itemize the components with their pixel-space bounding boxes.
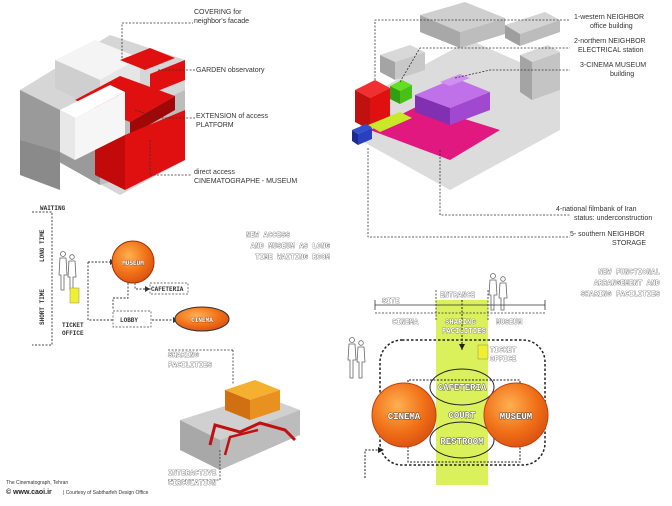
- top-left-model: [20, 35, 185, 195]
- ticket-box: [69, 287, 80, 304]
- label-site: SITE: [382, 298, 400, 306]
- people-icon-right: [347, 273, 508, 379]
- label-cafeteria: CAFETERIA: [151, 286, 184, 293]
- label-extension-2: PLATFORM: [196, 122, 234, 129]
- label-neighbor-5-a: 5- southern NEIGHBOR: [570, 231, 645, 238]
- footer-site: © www.caoi.ir: [6, 488, 52, 496]
- label-filmbank-b: status: underconstruction: [574, 215, 652, 222]
- label-col-museum: MUSEUM: [496, 319, 522, 327]
- label-entrance: ENTRANCE: [440, 292, 475, 300]
- label-court: COURT: [448, 411, 476, 421]
- label-cinema-big: CINEMA: [388, 412, 421, 422]
- label-restroom: RESTROOM: [440, 437, 483, 447]
- label-direct-1: direct access: [194, 169, 235, 176]
- access-title-2: AND MUSEUM AS LONG: [251, 243, 330, 251]
- interactive-label-2: CIRCULATION: [168, 480, 216, 488]
- ticket-box-right: [477, 344, 489, 360]
- interactive-label-1: INTERACTIVE: [168, 470, 216, 478]
- sharing-label-2: FACILITIES: [168, 362, 212, 370]
- label-garden: GARDEN observatory: [196, 67, 265, 74]
- footer-courtesy: | Courtesy of Sabtharfeh Design Office: [63, 490, 149, 496]
- label-long-time: LONG TIME: [39, 229, 46, 262]
- functional-title-1: NEW FUNCTIONAL: [598, 269, 660, 277]
- label-lobby: LOBBY: [120, 317, 138, 324]
- sharing-label-1: SHARING: [168, 352, 199, 360]
- footer-caption: The Cinematograph, Tehran: [6, 480, 68, 486]
- label-cinema-small: CINEMA: [191, 317, 213, 324]
- museum-circle-right: [483, 382, 549, 448]
- label-col-sharing-2: FACILITIES: [442, 328, 486, 336]
- label-neighbor-3-a: 3-CINEMA MUSEUM: [580, 62, 646, 69]
- people-icon: [58, 251, 77, 291]
- access-diagram: WAITING LONG TIME SHORT TIME TICKET OFFI…: [32, 205, 230, 346]
- label-ticket-right-2: OFFICE: [490, 356, 516, 364]
- label-filmbank-a: 4-national filmbank of Iran: [556, 206, 637, 213]
- label-covering-1: COVERING for: [194, 9, 242, 16]
- label-neighbor-5-b: STORAGE: [612, 240, 646, 247]
- label-neighbor-3-b: building: [610, 71, 634, 78]
- access-title-1: NEW ACCESS: [246, 232, 290, 240]
- label-neighbor-2-a: 2-northern NEIGHBOR: [574, 38, 646, 45]
- functional-diagram: [347, 273, 549, 485]
- top-right-leaders: [367, 19, 570, 238]
- functional-title-2: ARRANGEMENT AND: [594, 280, 660, 288]
- label-museum-big: MUSEUM: [500, 412, 532, 422]
- label-direct-2: CINEMATOGRAPHE - MUSEUM: [194, 178, 297, 185]
- label-covering-2: neighbor's facade: [194, 18, 249, 25]
- label-cafeteria-right: CAFETERIA: [438, 383, 487, 393]
- label-col-cinema: CINEMA: [392, 319, 419, 327]
- label-neighbor-1-b: office building: [590, 23, 633, 30]
- sharing-model: [180, 380, 300, 470]
- functional-title-3: SHARING FACILITIES: [581, 291, 660, 299]
- top-right-site-model: [352, 2, 560, 190]
- label-ticket-right-1: TICKET: [490, 347, 516, 355]
- label-col-sharing-1: SHARING: [445, 319, 476, 327]
- cinema-circle: [371, 382, 437, 448]
- cinema-ellipse: [174, 306, 230, 332]
- label-museum: MUSEUM: [122, 260, 144, 267]
- label-waiting: WAITING: [40, 205, 66, 212]
- label-ticket-1: TICKET: [62, 322, 84, 329]
- label-neighbor-1-a: 1-western NEIGHBOR: [574, 14, 644, 21]
- label-short-time: SHORT TIME: [39, 289, 46, 325]
- label-extension-1: EXTENSION of access: [196, 113, 268, 120]
- access-title-3: TIME WAITING ROOM: [255, 254, 330, 262]
- label-ticket-2: OFFICE: [62, 330, 84, 337]
- label-neighbor-2-b: ELECTRICAL station: [578, 47, 644, 54]
- museum-circle: [111, 240, 155, 284]
- top-left-leaders: [121, 22, 195, 176]
